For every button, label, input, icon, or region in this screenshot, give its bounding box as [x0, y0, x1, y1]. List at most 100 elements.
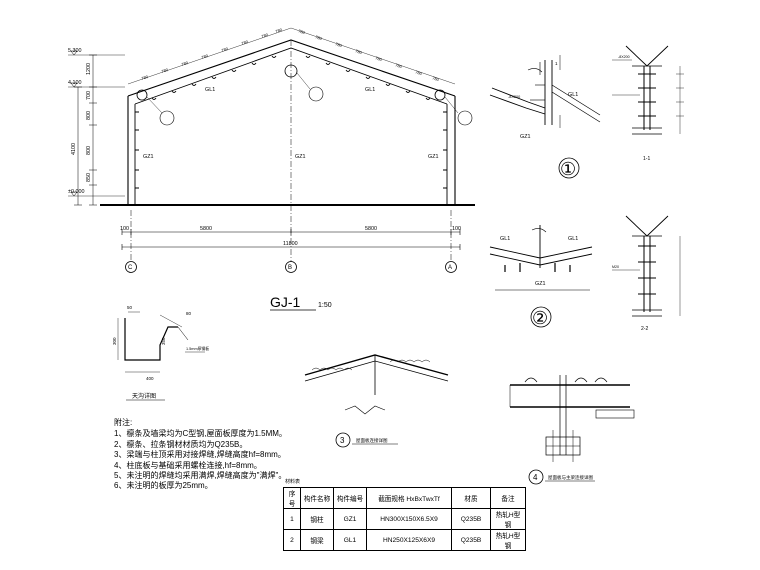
material-table: 序号 构件名称 构件编号 截面规格 HxBxTwxTf 材质 备注 1 钢柱 G…: [283, 487, 526, 551]
table-cell: 热轧H型钢: [490, 508, 526, 530]
material-table-title: 材料表: [285, 479, 301, 485]
gutter-dim-80: 80: [186, 311, 192, 316]
elev-top: 5.300: [68, 48, 82, 54]
roof-dim: 780: [355, 48, 364, 55]
general-notes: 附注: 1、檩条及墙梁均为C型钢,屋面板厚度为1.5MM。 2、檩条、拉条钢材材…: [114, 418, 354, 492]
note-line: 1、檩条及墙梁均为C型钢,屋面板厚度为1.5MM。: [114, 429, 287, 439]
table-cell: Q235B: [451, 508, 491, 530]
section-2-2: [612, 215, 681, 317]
gutter-dim-400: 400: [146, 376, 154, 381]
roof-dim: 780: [335, 41, 344, 48]
table-cell: 钢梁: [300, 529, 334, 551]
dim-v1: 1200: [86, 63, 92, 75]
d3-number: 3: [340, 436, 345, 445]
axis-b: B: [288, 265, 292, 271]
table-cell: 1: [283, 508, 301, 530]
roof-dim: 780: [275, 27, 284, 34]
col-header: 备注: [490, 487, 526, 509]
d2-label: ②: [532, 308, 548, 328]
note-line: 4、柱底板与基础采用螺栓连接,hf=8mm。: [114, 460, 262, 470]
roof-dim: 780: [298, 28, 307, 35]
table-cell: GZ1: [333, 508, 367, 530]
detail-3: [304, 354, 449, 448]
label-gz1-mid: GZ1: [295, 154, 305, 160]
d1-cut: 1: [555, 61, 558, 66]
d2-gl-right: GL1: [568, 236, 578, 242]
dim-v6: 850: [86, 173, 92, 182]
d3-caption: 屋面板连接详图: [356, 437, 388, 444]
dim-h3: 5800: [365, 226, 377, 232]
note-line: 6、未注明的板厚为25mm。: [114, 481, 213, 491]
table-cell: 钢柱: [300, 508, 334, 530]
detail-4: [509, 375, 635, 485]
axis-a: A: [448, 265, 452, 271]
note-line: 5、未注明的焊缝均采用满焊,焊缝高度为"满焊"。: [114, 471, 287, 481]
note-line: 2、檩条、拉条钢材材质均为Q235B。: [114, 439, 248, 449]
gutter-caption: 天沟详图: [132, 392, 156, 400]
table-cell: 热轧H型钢: [490, 529, 526, 551]
dim-h1: 100: [120, 226, 129, 232]
d1-label: ①: [560, 159, 576, 179]
dim-h4: 100: [452, 226, 461, 232]
gutter-note: 1.5mm厚钢板: [186, 346, 209, 351]
table-header-row: 序号 构件名称 构件编号 截面规格 HxBxTwxTf 材质 备注: [283, 487, 526, 509]
table-cell: HN250X125X6X9: [366, 529, 452, 551]
sec2-note: M20: [612, 265, 619, 269]
portal-frame: [68, 27, 475, 273]
roof-dim: 780: [141, 74, 150, 81]
roof-dim: 780: [261, 32, 270, 39]
gutter-dim-50: 50: [127, 305, 133, 310]
roof-dim: 780: [415, 69, 424, 76]
table-cell: GL1: [333, 529, 367, 551]
col-header: 构件编号: [333, 487, 367, 509]
gutter-dim-350: 350: [161, 337, 166, 345]
roof-dim: 780: [241, 39, 250, 46]
sec1-label: 1-1: [643, 156, 650, 162]
d1-gz: GZ1: [520, 134, 530, 140]
dim-v3: 800: [86, 111, 92, 120]
table-row: 2 钢梁 GL1 HN250X125X6X9 Q235B 热轧H型钢: [283, 529, 526, 551]
axis-c: C: [128, 265, 133, 271]
roof-dim: 780: [375, 55, 384, 62]
frame-title: GJ-1: [270, 294, 301, 310]
d2-gl-left: GL1: [500, 236, 510, 242]
frame-scale: 1:50: [318, 302, 332, 309]
dim-v2: 700: [86, 91, 92, 100]
dim-h2: 5800: [200, 226, 212, 232]
sec1-note: -8X200: [618, 55, 630, 59]
label-gl1-right: GL1: [365, 87, 375, 93]
roof-dim: 780: [221, 46, 230, 53]
label-gz1-right: GZ1: [428, 154, 438, 160]
d4-number: 4: [533, 473, 538, 482]
roof-dim: 780: [432, 75, 441, 82]
d2-gz: GZ1: [535, 281, 545, 287]
sec2-label: 2-2: [641, 326, 648, 332]
detail-2: [489, 225, 593, 328]
table-cell: Q235B: [451, 529, 491, 551]
dim-total: 11800: [283, 241, 298, 247]
label-gz1-left: GZ1: [143, 154, 153, 160]
roof-dim: 780: [395, 62, 404, 69]
d1-weld: -8X200: [508, 95, 520, 99]
notes-heading: 附注:: [114, 418, 133, 427]
dim-v5: 800: [86, 146, 92, 155]
col-header: 材质: [451, 487, 491, 509]
table-cell: 2: [283, 529, 301, 551]
col-header: 序号: [283, 487, 301, 509]
roof-dim: 780: [181, 60, 190, 67]
elev-eave: 4.100: [68, 80, 82, 86]
d4-caption: 屋面板与主梁连接详图: [548, 474, 593, 481]
gutter-detail: [117, 311, 205, 401]
roof-dim: 780: [201, 53, 210, 60]
elev-ground: ±0.000: [68, 189, 84, 195]
dim-v4: 4100: [71, 143, 77, 155]
d1-gl: GL1: [568, 92, 578, 98]
table-cell: HN300X150X6.5X9: [366, 508, 452, 530]
label-gl1-left: GL1: [205, 87, 215, 93]
table-row: 1 钢柱 GZ1 HN300X150X6.5X9 Q235B 热轧H型钢: [283, 508, 526, 530]
detail-1: [489, 55, 601, 179]
col-header: 截面规格 HxBxTwxTf: [366, 487, 452, 509]
col-header: 构件名称: [300, 487, 334, 509]
section-1-1: [612, 45, 684, 135]
